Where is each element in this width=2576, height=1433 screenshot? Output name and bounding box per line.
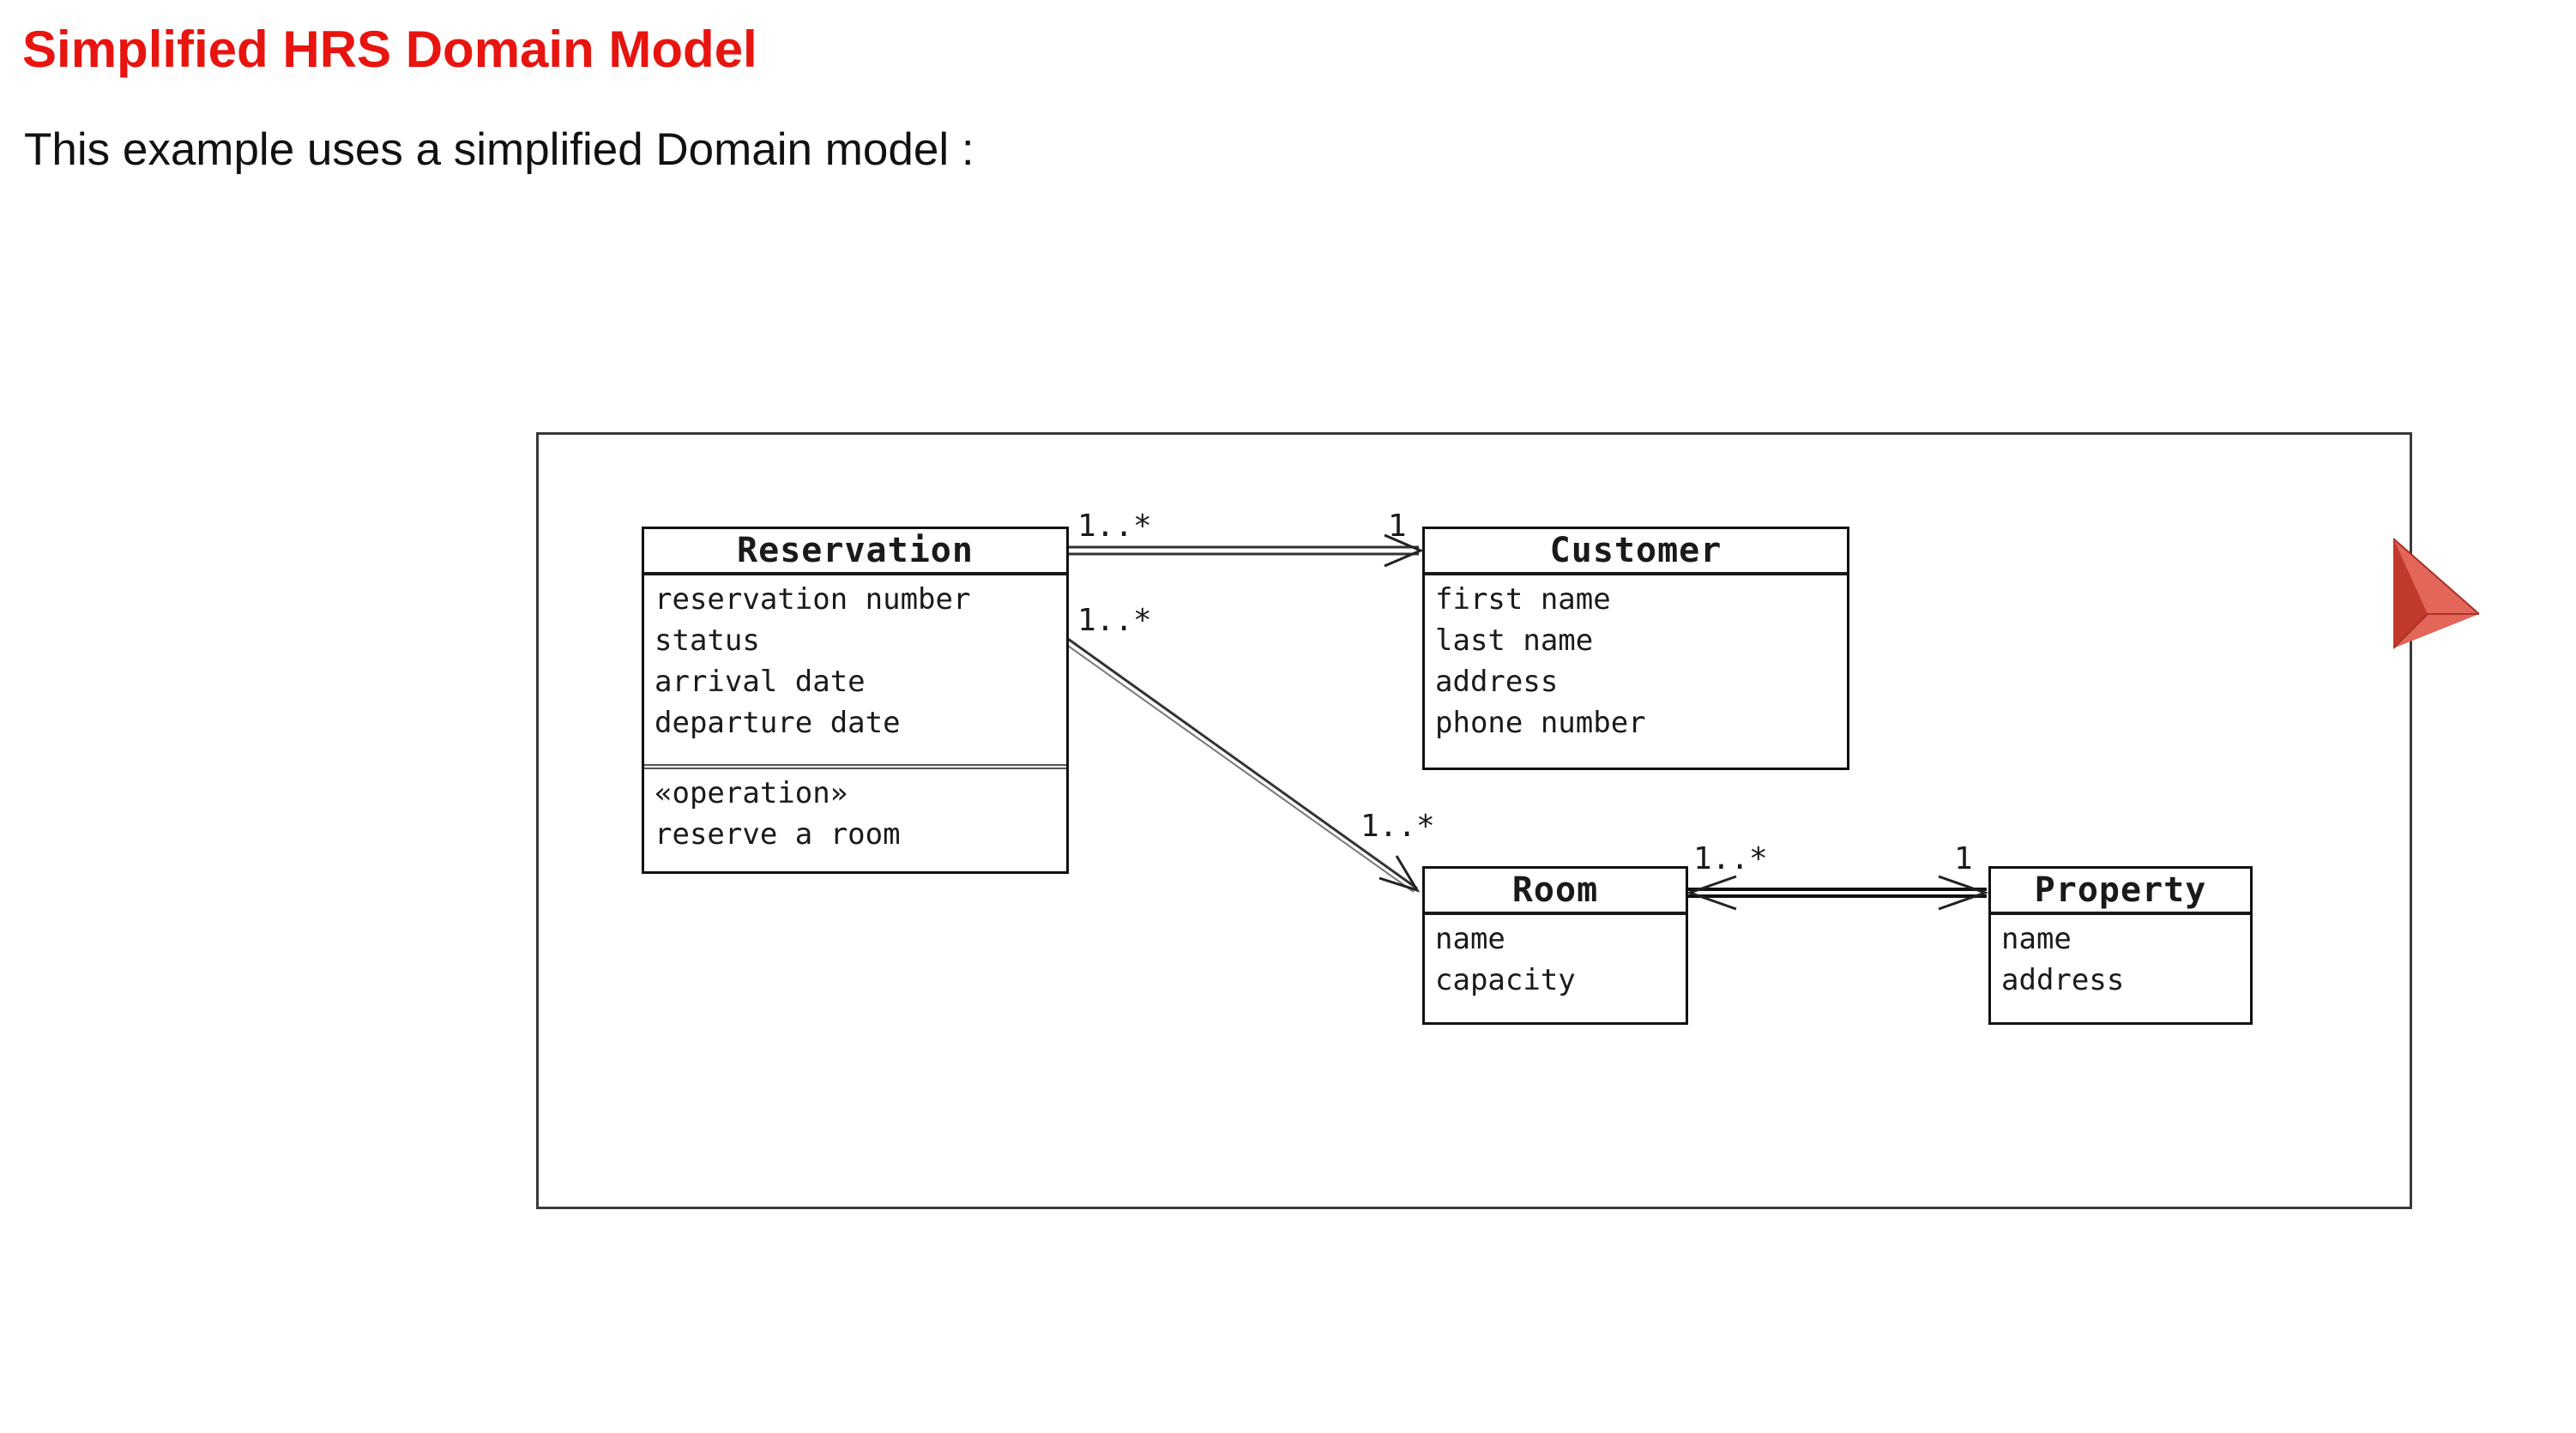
association-reservation-room (1067, 637, 1421, 893)
operation-reserve-a-room: reserve a room (655, 817, 901, 852)
attribute-arrival-date: arrival date (655, 665, 866, 699)
attribute-first-name: first name (1435, 582, 1611, 617)
multiplicity-reservation-room-source: 1..* (1077, 603, 1152, 638)
multiplicity-room-property-target: 1 (1954, 841, 1973, 876)
attribute-property-address: address (2001, 963, 2125, 997)
class-property-attributes: name address (1991, 915, 2250, 1008)
attribute-status: status (655, 623, 760, 658)
multiplicity-reservation-room-target: 1..* (1360, 809, 1435, 844)
class-room-attributes: name capacity (1425, 915, 1686, 1008)
page-title: Simplified HRS Domain Model (22, 21, 757, 78)
class-reservation: Reservation reservation number status ar… (642, 527, 1069, 874)
pointer-arrow-icon (2393, 538, 2479, 649)
class-customer-name: Customer (1425, 529, 1847, 575)
attribute-capacity: capacity (1435, 963, 1576, 997)
class-room: Room name capacity (1422, 866, 1688, 1025)
association-reservation-customer (1068, 533, 1424, 568)
class-customer: Customer first name last name address ph… (1422, 527, 1849, 770)
multiplicity-reservation-customer-source: 1..* (1077, 509, 1152, 544)
operation-stereotype: «operation» (655, 776, 848, 810)
class-property: Property name address (1988, 866, 2253, 1025)
attribute-phone-number: phone number (1435, 706, 1646, 740)
multiplicity-room-property-source: 1..* (1693, 841, 1768, 876)
attribute-address: address (1435, 665, 1559, 699)
class-room-name: Room (1425, 869, 1686, 915)
class-reservation-name: Reservation (644, 529, 1066, 575)
attribute-departure-date: departure date (655, 706, 901, 740)
intro-text: This example uses a simplified Domain mo… (24, 124, 974, 175)
attribute-property-name: name (2001, 922, 2072, 956)
attribute-last-name: last name (1435, 623, 1594, 658)
attribute-reservation-number: reservation number (655, 582, 971, 617)
multiplicity-reservation-customer-target: 1 (1388, 509, 1407, 544)
attribute-room-name: name (1435, 922, 1505, 956)
class-property-name: Property (1991, 869, 2250, 915)
class-customer-attributes: first name last name address phone numbe… (1425, 575, 1847, 750)
class-reservation-operations: «operation» reserve a room (644, 764, 1066, 862)
class-reservation-attributes: reservation number status arrival date d… (644, 575, 1066, 764)
association-room-property (1686, 875, 1989, 911)
